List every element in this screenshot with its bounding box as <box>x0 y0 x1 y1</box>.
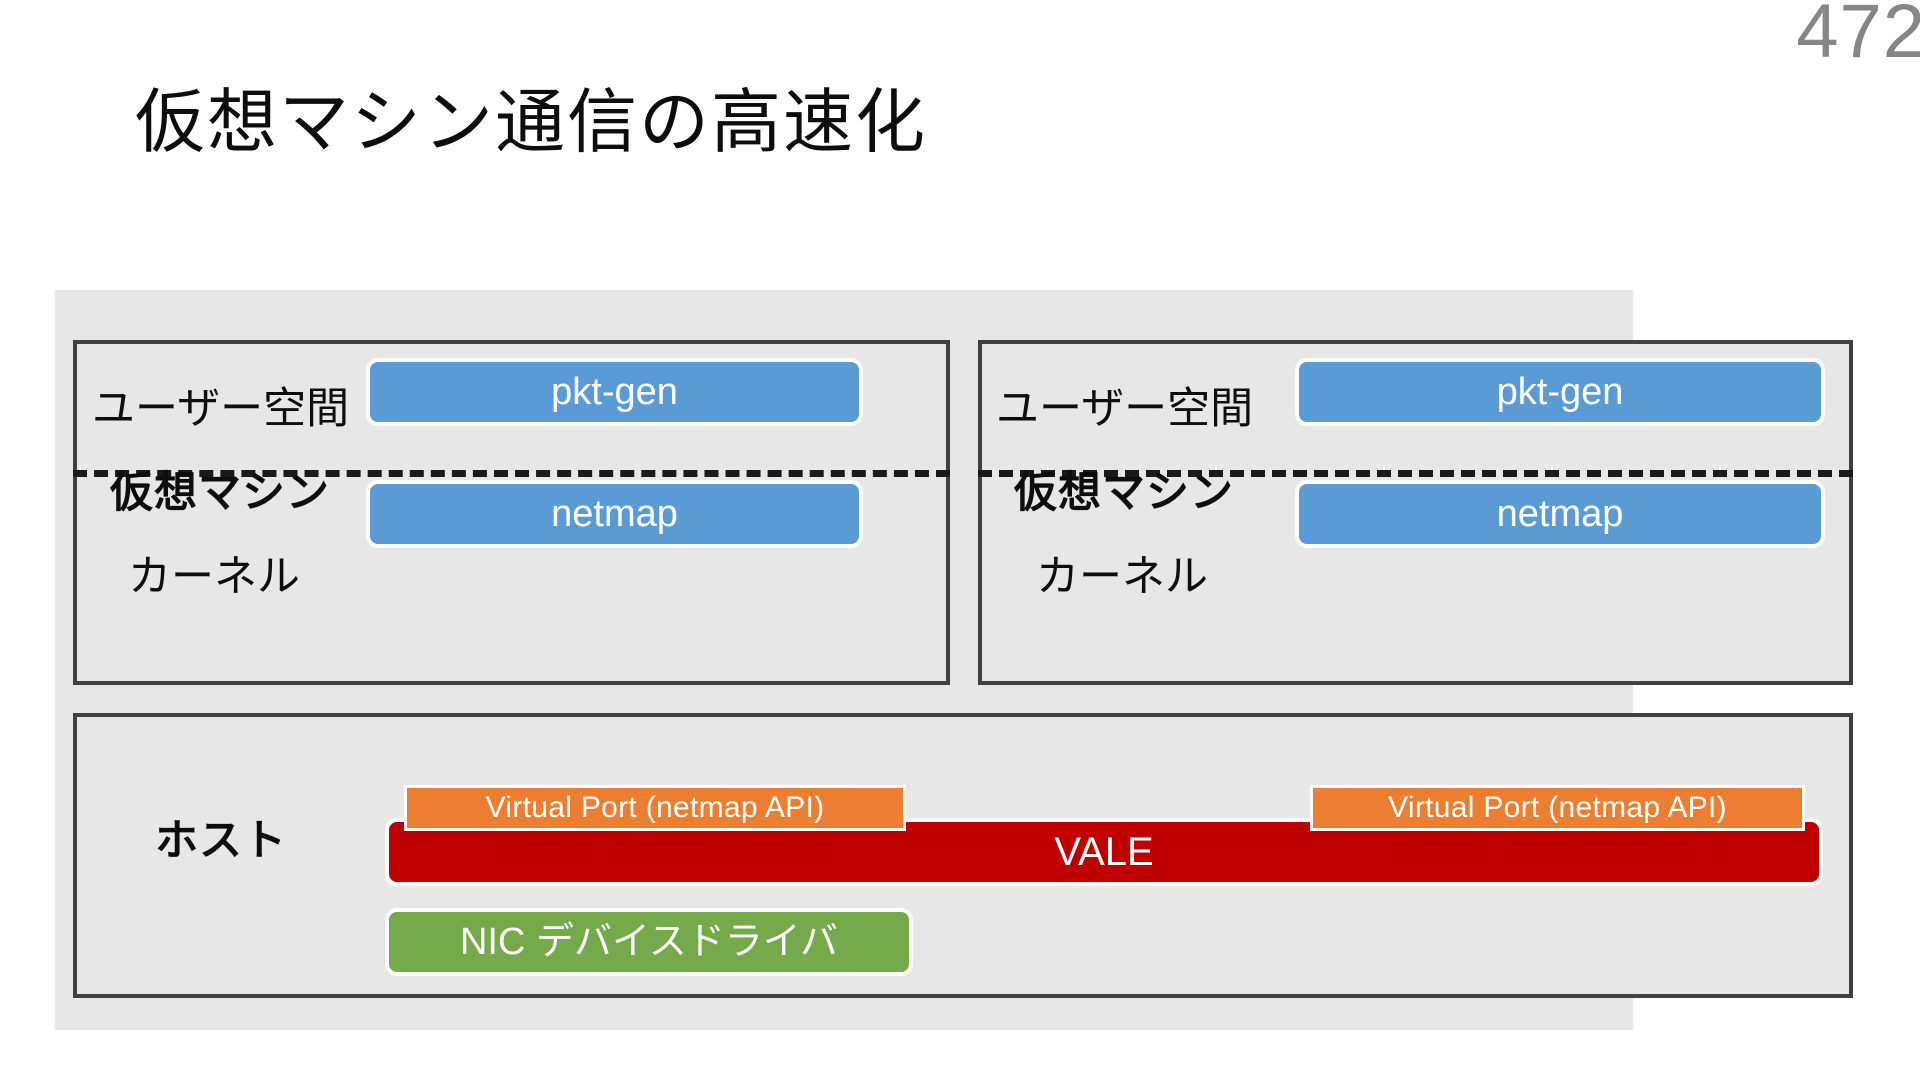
component-nic-device-driver: NIC デバイスドライバ <box>385 908 913 976</box>
label-kernel-right: カーネル <box>1036 553 1208 601</box>
label-virtual-machine-left: 仮想マシン <box>110 469 330 517</box>
component-netmap-left: netmap <box>366 480 863 548</box>
label-userspace-left: ユーザー空間 <box>92 385 350 433</box>
label-kernel-left: カーネル <box>128 553 300 601</box>
page-title: 仮想マシン通信の高速化 <box>135 83 927 161</box>
label-virtual-machine-right: 仮想マシン <box>1014 469 1234 517</box>
vm-kernel-boundary-left <box>73 470 950 477</box>
component-pkt-gen-left: pkt-gen <box>366 358 863 426</box>
vm-kernel-boundary-right <box>978 470 1853 477</box>
component-virtual-port-left: Virtual Port (netmap API) <box>404 785 906 831</box>
page-number: 472 <box>1796 0 1920 74</box>
component-pkt-gen-right: pkt-gen <box>1295 358 1825 426</box>
component-virtual-port-right: Virtual Port (netmap API) <box>1310 785 1805 831</box>
label-userspace-right: ユーザー空間 <box>996 385 1254 433</box>
label-host: ホスト <box>155 817 287 865</box>
component-netmap-right: netmap <box>1295 480 1825 548</box>
